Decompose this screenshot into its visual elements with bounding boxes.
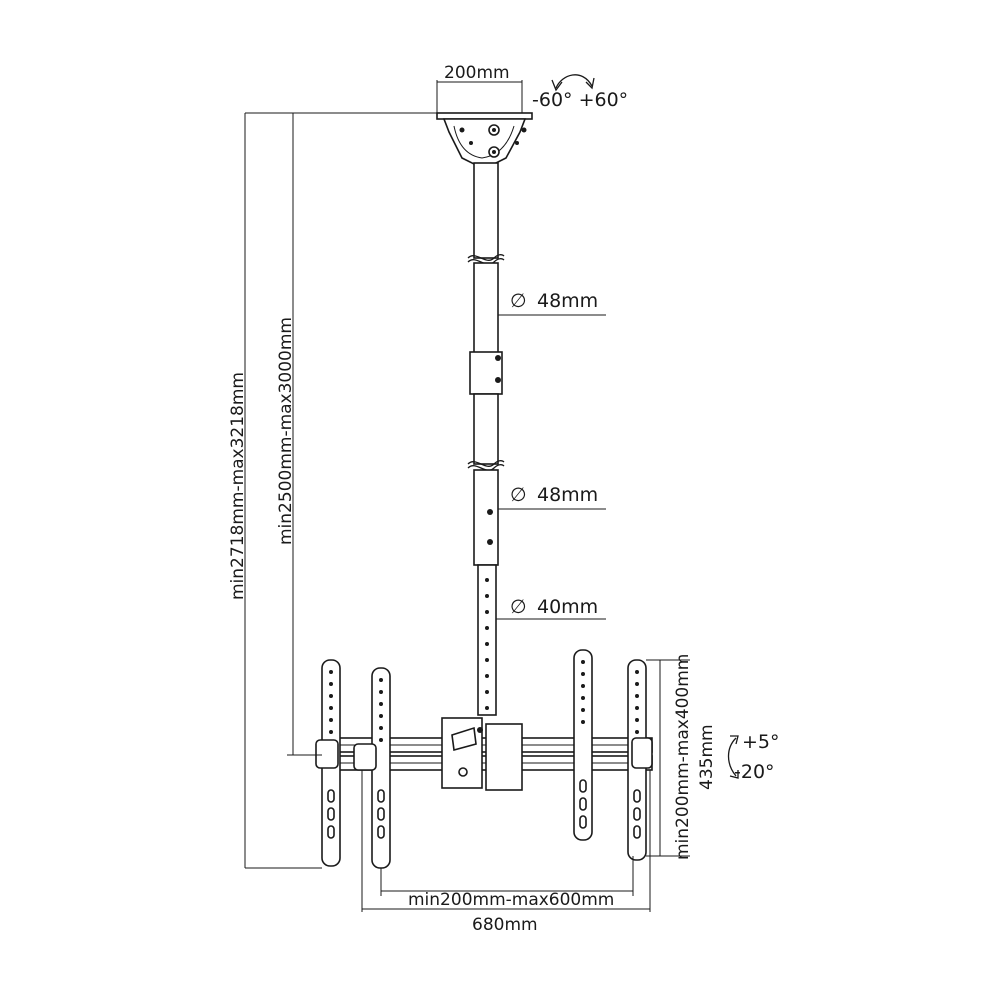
tilt-up-label: +5° — [742, 731, 780, 753]
tube-mid-diameter: 48mm — [537, 484, 598, 506]
overall-height-dimension — [244, 112, 437, 869]
tilt-down-label: -20° — [734, 761, 775, 783]
total-width-dimension — [361, 770, 651, 912]
left-inner-rail — [353, 667, 391, 869]
swivel-label: -60° +60° — [532, 89, 628, 111]
pole-coupler — [469, 351, 503, 395]
overall-height-label: min2718mm-max3218mm — [228, 372, 248, 600]
center-clamp — [441, 717, 523, 791]
bracket-height-label: min200mm-max400mm — [673, 654, 693, 860]
left-outer-rail — [315, 659, 341, 867]
plate-width-label: 200mm — [444, 63, 510, 83]
middle-pole-tube — [467, 393, 505, 566]
swivel-arrow-icon — [551, 74, 595, 92]
ceiling-plate — [436, 112, 533, 167]
total-width-label: 680mm — [472, 915, 538, 935]
plate-width-dimension — [436, 80, 523, 113]
diameter-symbol-icon: ∅ — [510, 484, 527, 506]
tube-top-diameter: 48mm — [537, 290, 598, 312]
lower-pole-tube — [477, 564, 497, 716]
right-outer-rail — [627, 659, 653, 861]
diameter-symbol-icon: ∅ — [510, 290, 527, 312]
arm-height-label: 435mm — [697, 724, 717, 790]
pole-height-label: min2500mm-max3000mm — [276, 317, 296, 545]
vesa-width-dimension — [380, 856, 634, 896]
bracket-height-dimension — [646, 659, 690, 857]
right-inner-rail — [573, 649, 593, 841]
pole-height-dimension — [287, 113, 322, 756]
tilt-arrow-icon — [727, 735, 739, 779]
tube-bottom-diameter: 40mm — [537, 596, 598, 618]
diameter-leaders — [496, 314, 606, 620]
diameter-symbol-icon: ∅ — [510, 596, 527, 618]
vesa-width-label: min200mm-max600mm — [408, 890, 614, 910]
upper-pole-tube — [467, 162, 505, 354]
